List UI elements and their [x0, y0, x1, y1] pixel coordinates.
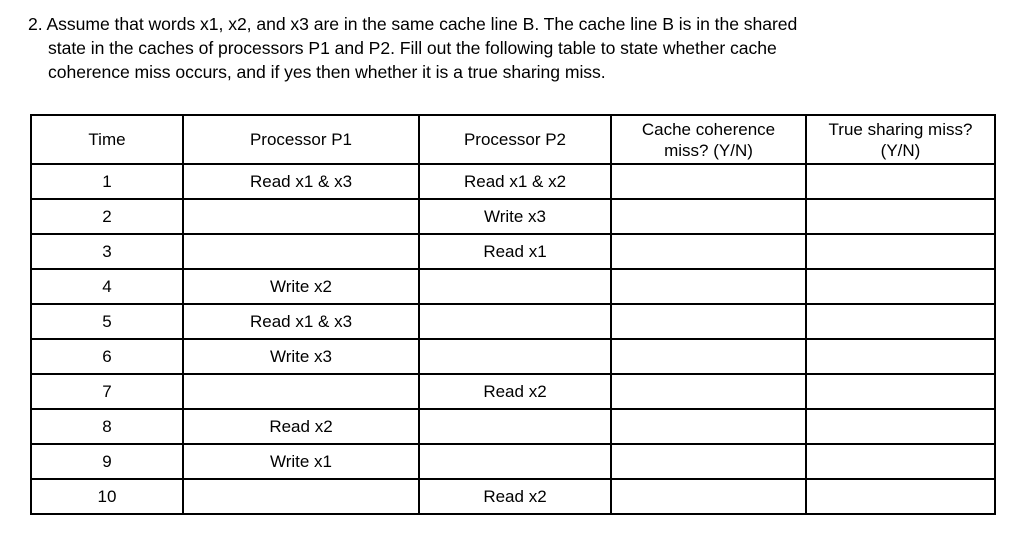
cell-p1: [182, 373, 420, 410]
cell-cache-coherence-miss[interactable]: [610, 338, 807, 375]
cell-true-sharing-miss[interactable]: [805, 268, 996, 305]
cell-p2: [418, 268, 612, 305]
header-p1-line1: Processor P1: [249, 130, 353, 149]
cell-p1: [182, 198, 420, 235]
cell-p1: Read x1 & x3: [182, 303, 420, 340]
table-body: 1 Read x1 & x3 Read x1 & x2 2 Write x3 3: [30, 163, 996, 515]
header-cell-time: Time: [30, 114, 184, 165]
cell-p2: [418, 303, 612, 340]
cell-true-sharing-miss[interactable]: [805, 443, 996, 480]
header-time-line1: Time: [88, 130, 126, 149]
question-line-3: coherence miss occurs, and if yes then w…: [48, 62, 606, 82]
header-p2-line1: Processor P2: [463, 130, 567, 149]
cell-time: 7: [30, 373, 184, 410]
table-row: 6 Write x3: [30, 338, 996, 375]
cell-p1: Write x3: [182, 338, 420, 375]
table-header-row: Time Processor P1 Processor P2 Cache coh…: [30, 114, 996, 165]
table-row: 3 Read x1: [30, 233, 996, 270]
table-row: 8 Read x2: [30, 408, 996, 445]
cell-time: 5: [30, 303, 184, 340]
cell-time: 1: [30, 163, 184, 200]
cell-p2: Read x1: [418, 233, 612, 270]
cell-p2: [418, 408, 612, 445]
cell-p1: [182, 478, 420, 515]
header-cell-cache-coherence-miss: Cache coherence miss? (Y/N): [610, 114, 807, 165]
cell-cache-coherence-miss[interactable]: [610, 268, 807, 305]
cell-cache-coherence-miss[interactable]: [610, 233, 807, 270]
cell-cache-coherence-miss[interactable]: [610, 408, 807, 445]
cell-p2: [418, 443, 612, 480]
cell-time: 6: [30, 338, 184, 375]
coherence-table-wrap: Time Processor P1 Processor P2 Cache coh…: [30, 114, 996, 515]
cell-p2: Read x2: [418, 373, 612, 410]
question-line-1: 2. Assume that words x1, x2, and x3 are …: [28, 14, 798, 34]
cell-time: 9: [30, 443, 184, 480]
table-row: 4 Write x2: [30, 268, 996, 305]
cell-p1: [182, 233, 420, 270]
header-ts-line1: True sharing miss?: [828, 119, 973, 139]
table-row: 10 Read x2: [30, 478, 996, 515]
cell-cache-coherence-miss[interactable]: [610, 373, 807, 410]
cell-cache-coherence-miss[interactable]: [610, 198, 807, 235]
cell-p2: Read x1 & x2: [418, 163, 612, 200]
header-cell-true-sharing-miss: True sharing miss? (Y/N): [805, 114, 996, 165]
table-row: 7 Read x2: [30, 373, 996, 410]
cell-time: 4: [30, 268, 184, 305]
header-cell-processor-p1: Processor P1: [182, 114, 420, 165]
cell-cache-coherence-miss[interactable]: [610, 303, 807, 340]
header-cc-line1: Cache coherence: [641, 119, 776, 139]
cell-time: 3: [30, 233, 184, 270]
cell-true-sharing-miss[interactable]: [805, 373, 996, 410]
cell-true-sharing-miss[interactable]: [805, 478, 996, 515]
cell-true-sharing-miss[interactable]: [805, 338, 996, 375]
question-line-2: state in the caches of processors P1 and…: [48, 38, 777, 58]
cell-p2: [418, 338, 612, 375]
cell-p1: Read x1 & x3: [182, 163, 420, 200]
header-ts-line2: (Y/N): [880, 140, 921, 160]
table-row: 1 Read x1 & x3 Read x1 & x2: [30, 163, 996, 200]
coherence-table: Time Processor P1 Processor P2 Cache coh…: [30, 114, 996, 515]
cell-p1: Write x2: [182, 268, 420, 305]
table-row: 9 Write x1: [30, 443, 996, 480]
cell-p1: Write x1: [182, 443, 420, 480]
cell-cache-coherence-miss[interactable]: [610, 163, 807, 200]
cell-true-sharing-miss[interactable]: [805, 303, 996, 340]
cell-true-sharing-miss[interactable]: [805, 198, 996, 235]
cell-p2: Read x2: [418, 478, 612, 515]
cell-true-sharing-miss[interactable]: [805, 233, 996, 270]
table-row: 2 Write x3: [30, 198, 996, 235]
cell-time: 2: [30, 198, 184, 235]
cell-true-sharing-miss[interactable]: [805, 163, 996, 200]
cell-cache-coherence-miss[interactable]: [610, 443, 807, 480]
header-cc-line2: miss? (Y/N): [664, 140, 753, 160]
cell-true-sharing-miss[interactable]: [805, 408, 996, 445]
cell-p2: Write x3: [418, 198, 612, 235]
table-header: Time Processor P1 Processor P2 Cache coh…: [30, 114, 996, 165]
cell-time: 8: [30, 408, 184, 445]
table-row: 5 Read x1 & x3: [30, 303, 996, 340]
cell-p1: Read x2: [182, 408, 420, 445]
header-cell-processor-p2: Processor P2: [418, 114, 612, 165]
cell-time: 10: [30, 478, 184, 515]
cell-cache-coherence-miss[interactable]: [610, 478, 807, 515]
question-block: 2. Assume that words x1, x2, and x3 are …: [28, 12, 996, 84]
